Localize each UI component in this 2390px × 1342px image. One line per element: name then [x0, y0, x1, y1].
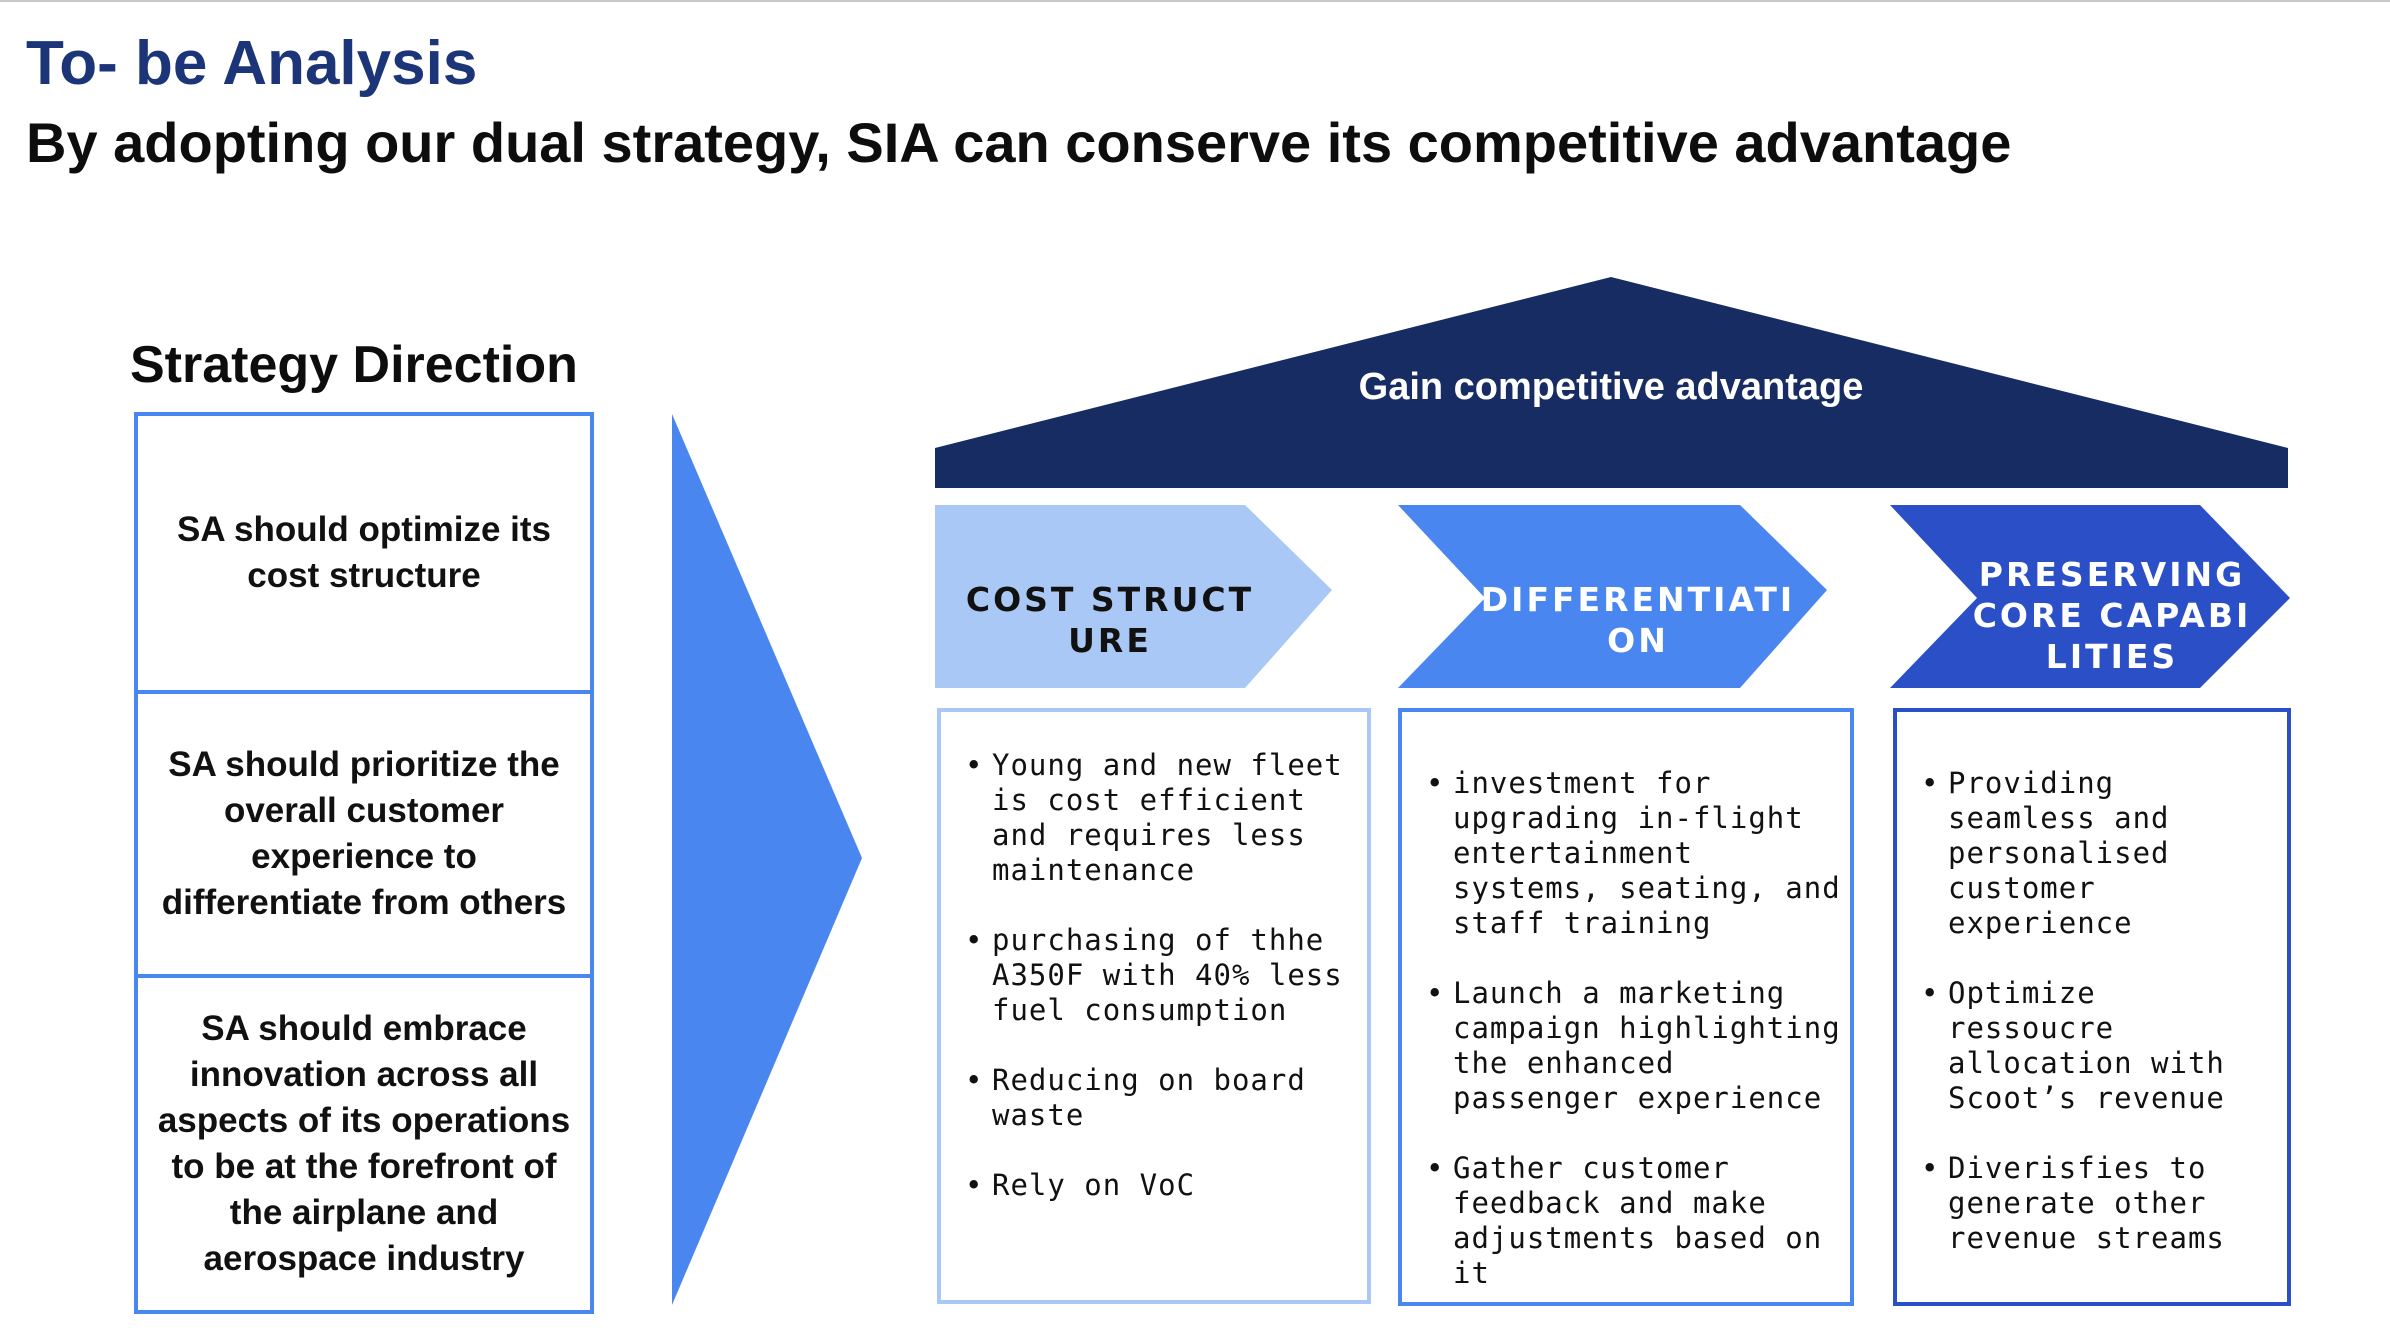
bullet-dot: •: [1426, 1151, 1445, 1185]
chevron-core-capabilities: [1890, 505, 2290, 688]
pillar-title-cost-structure: COST STRUCTURE: [965, 580, 1255, 660]
bullet-dot: •: [965, 923, 984, 957]
bullet-text: purchasing of thhe A350F with 40% less f…: [992, 923, 1343, 1027]
pillar-box-core-capabilities: •Providing seamless and personalised cus…: [1893, 708, 2291, 1306]
bullet-dot: •: [1426, 976, 1445, 1010]
bullet-text: Rely on VoC: [992, 1168, 1196, 1202]
strategy-item-experience-text: SA should prioritize the overall custome…: [161, 745, 567, 922]
big-right-arrow: [672, 414, 862, 1305]
chevron-differentiation: [1398, 505, 1827, 688]
strategy-direction-heading: Strategy Direction: [130, 336, 578, 394]
bullet-dot: •: [965, 748, 984, 782]
bullet-text: Optimize ressoucre allocation with Scoot…: [1948, 976, 2225, 1115]
bullet-dot: •: [1921, 976, 1940, 1010]
chevron-cost-structure: [935, 505, 1332, 688]
bullet-list: •investment for upgrading in-flight ente…: [1426, 766, 1842, 1291]
pillar-box-differentiation: •investment for upgrading in-flight ente…: [1398, 708, 1854, 1306]
bullet-item: •Young and new fleet is cost efficient a…: [965, 748, 1357, 888]
bullet-text: Gather customer feedback and make adjust…: [1453, 1151, 1823, 1290]
bullet-list: •Young and new fleet is cost efficient a…: [965, 748, 1357, 1203]
page-subtitle: By adopting our dual strategy, SIA can c…: [26, 111, 2012, 174]
strategy-item-cost-text: SA should optimize its cost structure: [177, 510, 551, 595]
top-border-line: [0, 0, 2390, 2]
bullet-dot: •: [1921, 1151, 1940, 1185]
bullet-text: Young and new fleet is cost efficient an…: [992, 748, 1343, 887]
page-title: To- be Analysis: [26, 29, 478, 98]
bullet-item: •investment for upgrading in-flight ente…: [1426, 766, 1842, 941]
bullet-text: Launch a marketing campaign highlighting…: [1453, 976, 1841, 1115]
bullet-item: •Providing seamless and personalised cus…: [1921, 766, 2279, 941]
bullet-item: •purchasing of thhe A350F with 40% less …: [965, 923, 1357, 1028]
strategy-item-innovation-text: SA should embrace innovation across all …: [157, 1009, 571, 1278]
roof-shape: [935, 277, 2288, 488]
bullet-dot: •: [1921, 766, 1940, 800]
roof-label: Gain competitive advantage: [1358, 366, 1864, 408]
bullet-text: investment for upgrading in-flight enter…: [1453, 766, 1841, 940]
pillar-box-cost-structure: •Young and new fleet is cost efficient a…: [937, 708, 1371, 1304]
bullet-dot: •: [1426, 766, 1445, 800]
bullet-item: •Diverisfies to generate other revenue s…: [1921, 1151, 2279, 1256]
pillar-title-differentiation: DIFFERENTIATION: [1480, 580, 1796, 660]
bullet-dot: •: [965, 1168, 984, 1202]
bullet-item: •Rely on VoC: [965, 1168, 1357, 1203]
bullet-dot: •: [965, 1063, 984, 1097]
bullet-item: • Gather customer feedback and make adju…: [1426, 1151, 1842, 1291]
bullet-list: •Providing seamless and personalised cus…: [1921, 766, 2279, 1256]
bullet-text: Diverisfies to generate other revenue st…: [1948, 1151, 2225, 1255]
bullet-text: Reducing on board waste: [992, 1063, 1306, 1132]
strategy-item-innovation: SA should embrace innovation across all …: [134, 974, 594, 1314]
bullet-item: •Optimize ressoucre allocation with Scoo…: [1921, 976, 2279, 1116]
pillar-title-core-capabilities: PRESERVING CORE CAPABILITIES: [1972, 554, 2252, 676]
bullet-item: •Reducing on board waste: [965, 1063, 1357, 1133]
bullet-item: • Launch a marketing campaign highlighti…: [1426, 976, 1842, 1116]
bullet-text: Providing seamless and personalised cust…: [1948, 766, 2170, 940]
